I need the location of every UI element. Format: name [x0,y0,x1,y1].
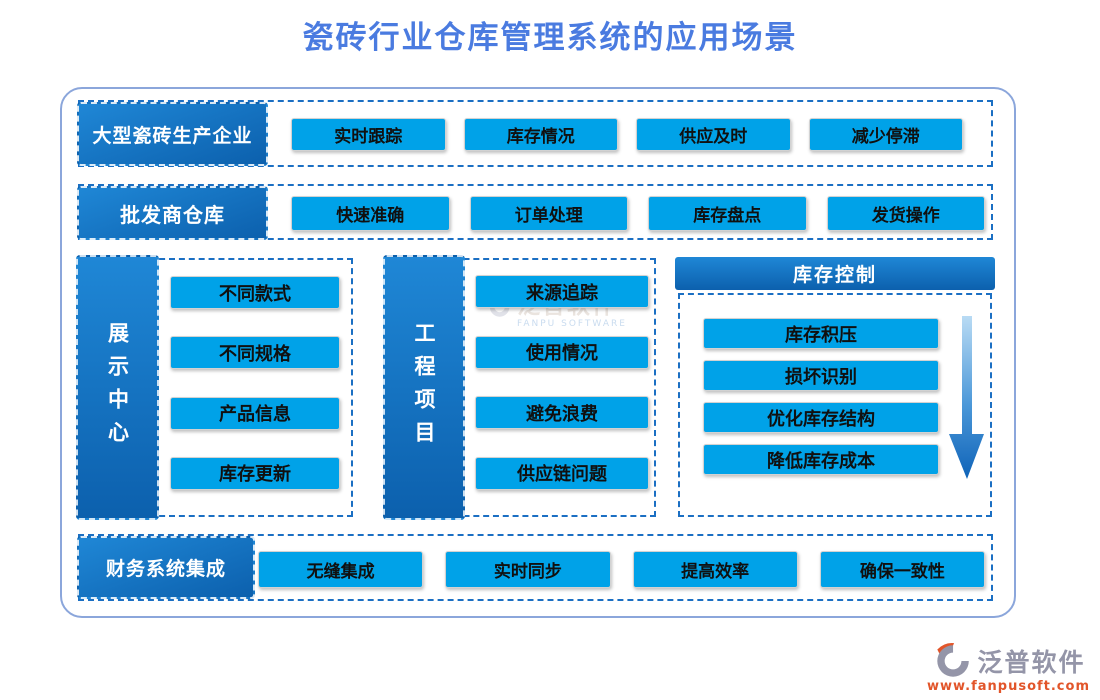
feature-item: 避免浪费 [475,396,649,430]
feature-button: 减少停滞 [808,118,963,151]
showroom-column-label: 展示中心 [76,255,159,520]
feature-button: 确保一致性 [819,551,985,588]
feature-item: 不同规格 [170,336,340,370]
feature-item: 降低库存成本 [703,444,939,475]
project-items: 来源追踪 使用情况 避免浪费 供应链问题 [475,275,649,490]
producer-band-label: 大型瓷砖生产企业 [77,102,268,166]
feature-button: 快速准确 [291,196,450,231]
feature-item: 产品信息 [170,396,340,430]
feature-button: 库存盘点 [648,196,807,231]
feature-button: 发货操作 [826,196,985,231]
feature-item: 优化库存结构 [703,402,939,433]
page-title: 瓷砖行业仓库管理系统的应用场景 [302,20,798,56]
fanpu-logo-icon [937,643,970,677]
feature-item: 使用情况 [475,335,649,369]
producer-band-buttons: 实时跟踪 库存情况 供应及时 减少停滞 [291,118,963,151]
down-arrow-icon [949,316,984,479]
feature-button: 实时跟踪 [291,118,446,151]
finance-band-label: 财务系统集成 [77,536,255,599]
fanpu-logo-url: www.fanpusoft.com [926,679,1090,694]
project-column-label: 工程项目 [383,255,465,520]
outer-frame [60,87,1016,618]
feature-item: 损坏识别 [703,360,939,391]
feature-button: 提高效率 [632,551,798,588]
feature-button: 供应及时 [636,118,791,151]
watermark-subtitle: FANPU SOFTWARE [517,319,627,330]
feature-button: 实时同步 [445,551,611,588]
showroom-items: 不同款式 不同规格 产品信息 库存更新 [170,276,340,490]
inventory-control-items: 库存积压 损坏识别 优化库存结构 降低库存成本 [703,318,939,475]
inventory-control-header: 库存控制 [675,257,995,290]
feature-button: 库存情况 [463,118,618,151]
fanpu-logo-name: 泛普软件 [977,648,1086,677]
project-column-label-text: 工程项目 [412,321,436,454]
feature-item: 不同款式 [170,276,340,309]
showroom-column-label-text: 展示中心 [105,321,130,454]
feature-item: 供应链问题 [475,456,649,490]
wholesaler-band-buttons: 快速准确 订单处理 库存盘点 发货操作 [291,196,985,231]
feature-item: 库存积压 [703,318,939,349]
feature-item: 库存更新 [170,456,340,490]
fanpu-logo: 泛普软件 www.fanpusoft.com [927,640,1090,694]
wholesaler-band-label: 批发商仓库 [77,186,268,240]
feature-button: 无缝集成 [258,551,424,588]
feature-item: 来源追踪 [475,275,649,308]
feature-button: 订单处理 [469,196,628,231]
inventory-control-frame [678,293,992,517]
finance-band-buttons: 无缝集成 实时同步 提高效率 确保一致性 [258,551,985,588]
